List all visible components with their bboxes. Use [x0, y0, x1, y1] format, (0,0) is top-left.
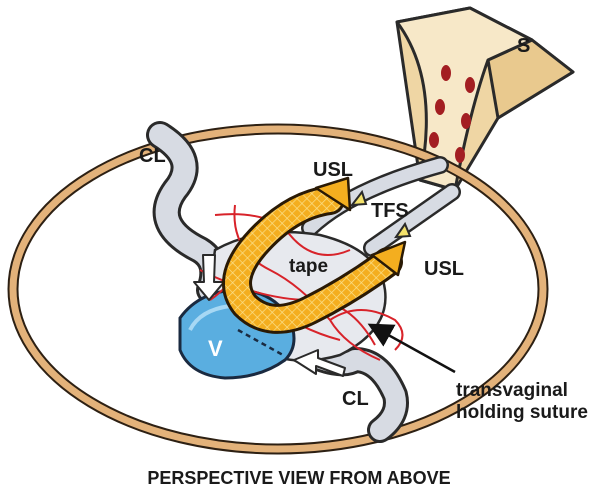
suture-label-line2: holding suture: [456, 402, 588, 423]
cl-bottom-label: CL: [342, 388, 369, 410]
usl-right-label: USL: [424, 258, 464, 280]
usl-left-label: USL: [313, 159, 353, 181]
vagina-label: V: [208, 336, 223, 361]
caption: PERSPECTIVE VIEW FROM ABOVE: [147, 468, 450, 488]
cl-top-label: CL: [139, 145, 166, 167]
tape-label: tape: [289, 256, 328, 277]
tfs-label: TFS: [371, 200, 409, 222]
sacrum-label: S: [517, 35, 530, 57]
suture-label-line1: transvaginal: [456, 380, 568, 401]
